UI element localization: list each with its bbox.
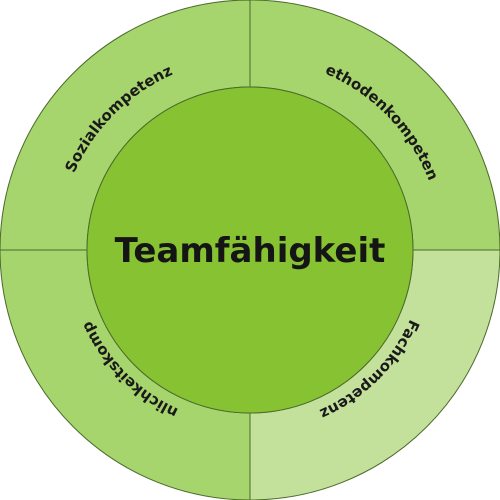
center-circle — [86, 86, 414, 414]
center-label: Teamfähigkeit — [115, 231, 386, 271]
